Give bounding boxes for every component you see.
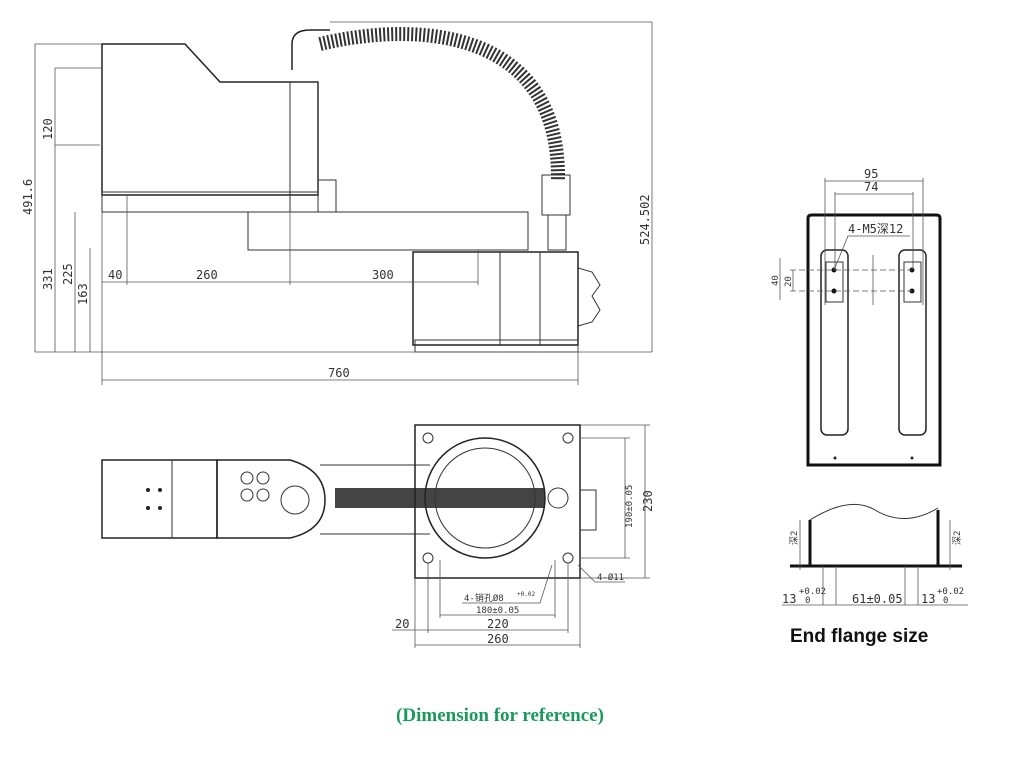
end-flange: 95 74 4-M5深12 40 20 深2 深2 13 +0.02 0 61±… (771, 167, 968, 606)
dim-13-right: 13 (921, 592, 935, 606)
top-cable-hose (335, 488, 545, 508)
dim-260: 260 (196, 268, 218, 282)
dim-13-left: 13 (782, 592, 796, 606)
top-view: 190±0.05 230 4-Ø11 4-销孔Ø8 +0.02 180±0.05… (101, 424, 655, 648)
arm-1 (247, 211, 529, 251)
dim-190: 190±0.05 (625, 485, 635, 528)
dim-225: 225 (61, 263, 75, 285)
dim-163: 163 (76, 283, 90, 305)
base-top (101, 459, 218, 539)
dim-20-flange: 20 (784, 276, 794, 287)
dim-230: 230 (641, 490, 655, 512)
dim-74: 74 (864, 180, 878, 194)
tol-right-upper: +0.02 (937, 587, 964, 597)
reference-caption: (Dimension for reference) (396, 705, 604, 726)
base-connector (317, 179, 337, 213)
arm-2 (412, 251, 579, 346)
dim-depth-right: 深2 (952, 531, 963, 545)
dim-300: 300 (372, 268, 394, 282)
dim-180: 180±0.05 (476, 606, 519, 616)
gripper-top (580, 489, 597, 531)
dim-260-top: 260 (487, 632, 509, 646)
dim-760: 760 (328, 366, 350, 380)
dim-40-flange: 40 (771, 275, 781, 286)
dim-pin-tolerance: +0.02 (517, 591, 535, 598)
dim-pin-holes: 4-销孔Ø8 (464, 592, 504, 604)
dim-40: 40 (108, 268, 122, 282)
joint-ring (424, 437, 546, 559)
dim-331: 331 (41, 268, 55, 290)
dim-4-holes-11: 4-Ø11 (597, 572, 624, 583)
flange-side-profile (809, 503, 939, 521)
dim-220: 220 (487, 617, 509, 631)
flange-slot-left (820, 249, 849, 436)
gripper (577, 267, 601, 327)
dim-thread-m5: 4-M5深12 (848, 222, 903, 236)
flange-title: End flange size (790, 626, 929, 647)
flange-outline (806, 213, 942, 467)
dim-61: 61±0.05 (852, 592, 903, 606)
dim-20: 20 (395, 617, 409, 631)
cable-hose (318, 27, 566, 181)
dim-120: 120 (41, 118, 55, 140)
tol-left-upper: +0.02 (799, 587, 826, 597)
robot-base-body (101, 43, 319, 196)
hose-fitting (541, 174, 571, 216)
arm-2-top (414, 424, 581, 579)
tol-left-lower: 0 (805, 596, 810, 606)
flange-slot-right (898, 249, 927, 436)
dim-524-502: 524.502 (638, 194, 652, 245)
connector-panel (216, 459, 326, 539)
dim-491-6: 491.6 (21, 179, 35, 215)
dim-depth-left: 深2 (789, 531, 800, 545)
dim-95: 95 (864, 167, 878, 181)
side-view: 120 491.6 331 225 163 40 260 300 524.502… (21, 21, 653, 385)
tol-right-lower: 0 (943, 596, 948, 606)
hose-elbow (291, 29, 330, 70)
